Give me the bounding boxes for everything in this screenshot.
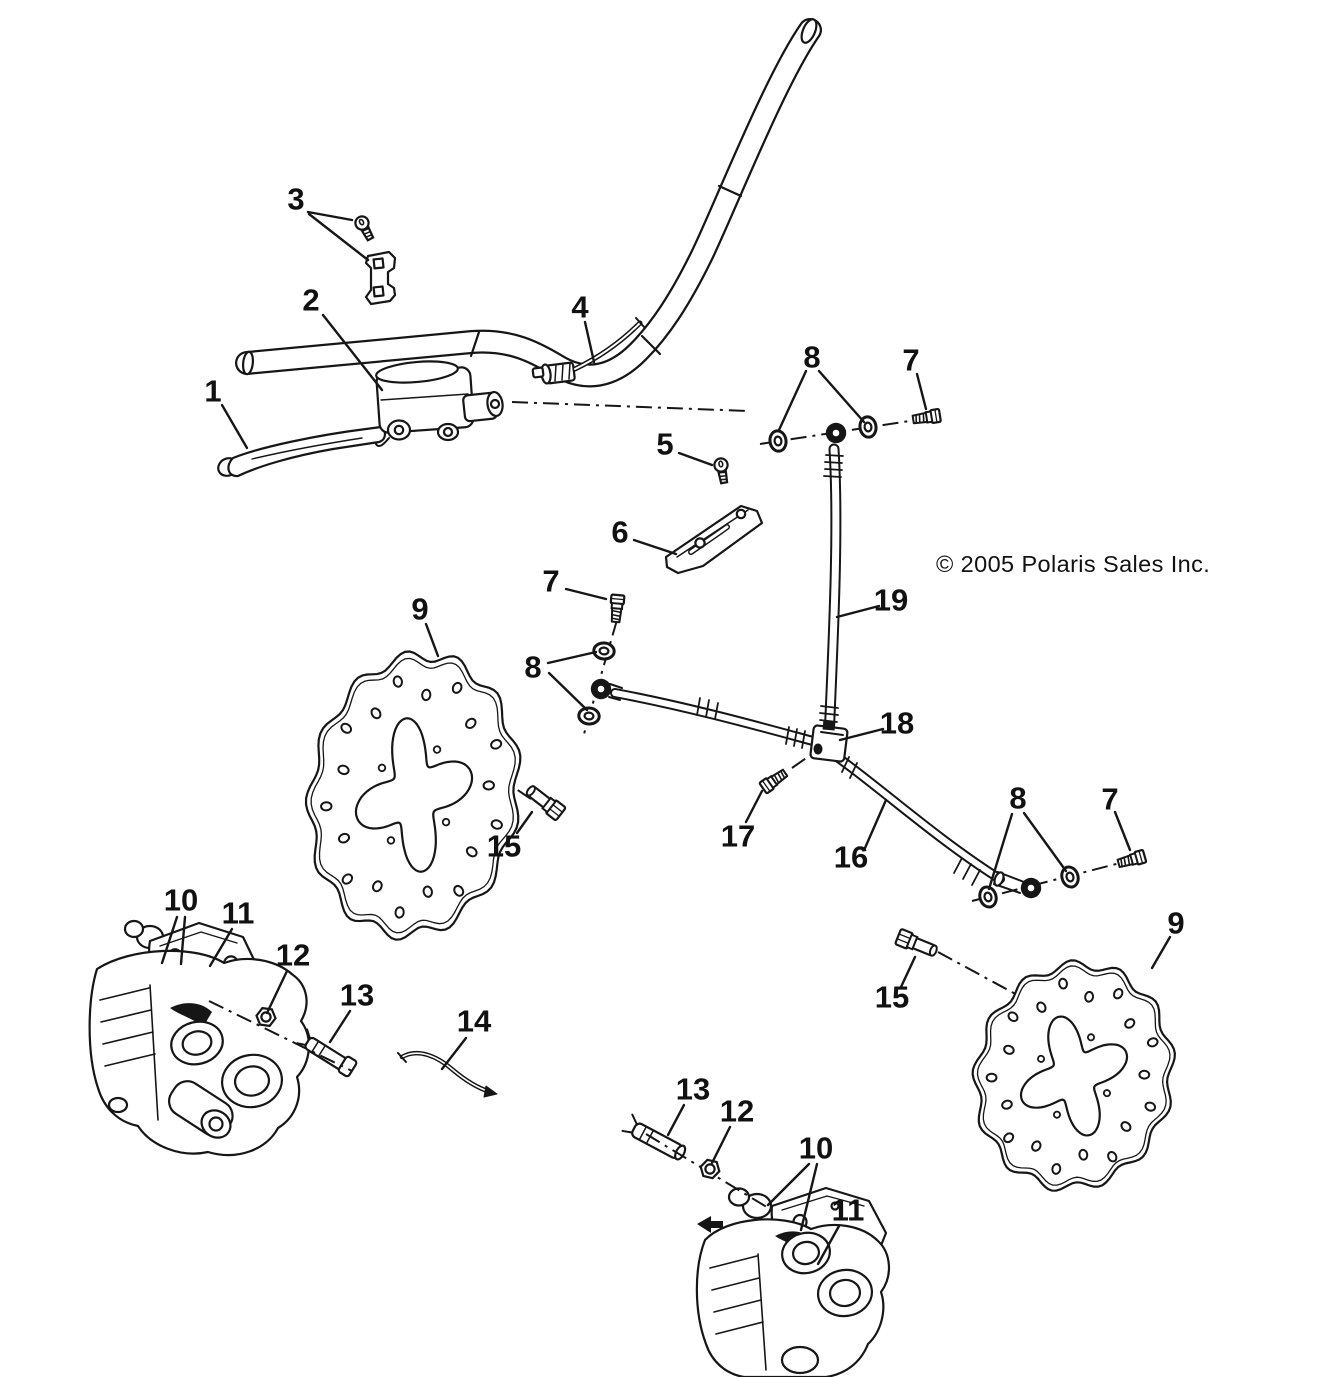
copyright-text: © 2005 Polaris Sales Inc.	[936, 551, 1211, 577]
sealing-washer	[592, 641, 616, 661]
callout-leader-lines	[160, 210, 1172, 1266]
callout-6: 6	[611, 514, 629, 550]
screw	[713, 457, 729, 485]
callout-15: 15	[486, 828, 522, 864]
screw	[354, 215, 375, 242]
hose-bracket	[664, 504, 764, 575]
callout-4: 4	[571, 289, 589, 325]
hex-nut	[699, 1158, 721, 1180]
brake-disc-right	[971, 959, 1176, 1192]
master-cylinder	[375, 360, 504, 448]
banjo-bolt	[911, 407, 942, 425]
brake-lines	[608, 443, 1025, 894]
callout-12: 12	[719, 1093, 755, 1129]
callout-9: 9	[411, 591, 429, 627]
callout-7: 7	[1101, 781, 1119, 817]
callout-10: 10	[163, 882, 199, 918]
caliper-left	[88, 919, 310, 1157]
callout-15: 15	[874, 979, 910, 1015]
banjo-fitting	[590, 678, 612, 700]
banjo-fitting	[825, 422, 847, 444]
callout-8: 8	[524, 649, 542, 685]
handlebar-clamp	[364, 250, 397, 306]
banjo-bolt	[1116, 848, 1148, 869]
pad-clip	[397, 1051, 498, 1098]
caliper-bottom	[695, 1186, 890, 1377]
callout-11: 11	[221, 895, 255, 931]
callout-5: 5	[656, 426, 674, 462]
callout-8: 8	[803, 339, 821, 375]
callout-19: 19	[873, 582, 909, 618]
direction-arrow-icon	[697, 1216, 723, 1233]
pad-pin-left	[296, 1028, 358, 1078]
callout-9: 9	[1167, 905, 1185, 941]
callout-7: 7	[902, 342, 920, 378]
callout-11: 11	[831, 1192, 865, 1228]
brake-line-upper	[819, 443, 844, 745]
brake-line-right	[832, 752, 1025, 894]
callout-1: 1	[204, 373, 222, 409]
hex-nut	[255, 1006, 277, 1028]
brake-line-left	[608, 683, 818, 749]
callout-12: 12	[275, 937, 311, 973]
banjo-bolt	[758, 768, 789, 795]
sealing-washer	[577, 706, 601, 726]
banjo-fitting	[1020, 877, 1042, 899]
handlebar	[235, 18, 822, 388]
callout-8: 8	[1009, 780, 1027, 816]
callout-2: 2	[302, 282, 320, 318]
t-fitting	[809, 720, 849, 763]
callout-17: 17	[720, 818, 756, 854]
callout-14: 14	[456, 1003, 492, 1039]
callout-13: 13	[675, 1071, 711, 1107]
callout-18: 18	[879, 705, 915, 741]
callout-13: 13	[339, 977, 375, 1013]
sealing-washer	[978, 885, 998, 909]
sealing-washer	[1060, 865, 1080, 889]
mounting-bolt	[525, 785, 567, 821]
callout-10: 10	[798, 1130, 834, 1166]
callout-7: 7	[542, 563, 560, 599]
banjo-bolt	[609, 593, 626, 624]
brake-disc-left	[304, 650, 522, 941]
mounting-bolt	[894, 928, 938, 957]
brake-switch	[531, 317, 646, 385]
brake-lever	[217, 425, 386, 478]
callout-3: 3	[287, 181, 305, 217]
sealing-washer	[768, 429, 788, 453]
callout-16: 16	[833, 839, 869, 875]
